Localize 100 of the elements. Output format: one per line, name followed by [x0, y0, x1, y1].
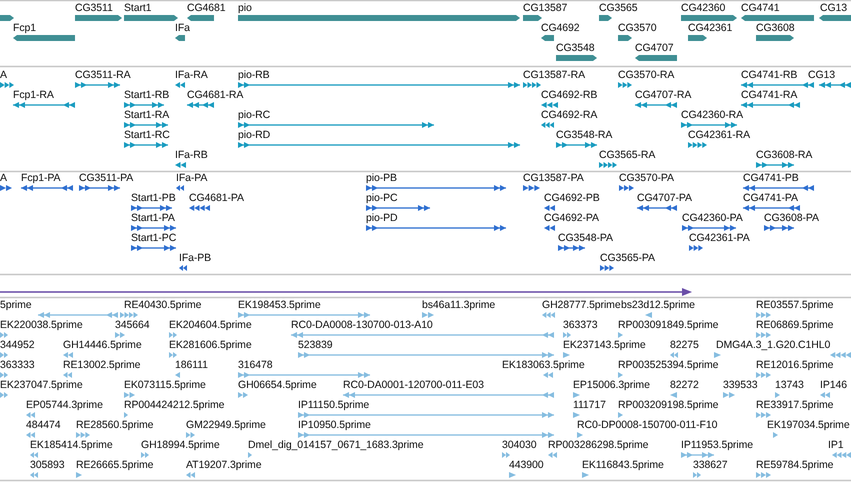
- feature-label: CG4741-PA: [743, 192, 798, 205]
- feature-label: 186111: [175, 359, 208, 372]
- feature-label: pio: [238, 2, 252, 15]
- feature-label: RE12016.5prime: [756, 359, 834, 372]
- feature-label: RE28560.5prime: [76, 419, 154, 432]
- feature-label: CG13587-RA: [523, 69, 586, 82]
- feature-label: pio-RB: [238, 69, 270, 82]
- feature-label: IFa-PA: [176, 172, 208, 185]
- feature-label: IP11150.5prime: [298, 399, 370, 412]
- feature-label: CG3565-PA: [600, 252, 655, 265]
- feature-label: 363373: [563, 319, 598, 332]
- feature-label: pio-PB: [366, 172, 397, 185]
- feature-label: EK220038.5prime: [0, 319, 83, 332]
- feature-label: Start1-PA: [131, 212, 175, 225]
- feature-label: 82275: [670, 339, 699, 352]
- feature-label: EP15006.3prime: [573, 379, 650, 392]
- feature-label: IFa-RA: [175, 69, 208, 82]
- feature-label: AT19207.3prime: [186, 459, 262, 472]
- feature-label: EK237143.5prime: [563, 339, 646, 352]
- feature-label: A: [0, 172, 7, 185]
- feature-label: 82272: [670, 379, 699, 392]
- feature-label: CG42360: [681, 2, 726, 15]
- feature-label: CG4707: [635, 42, 674, 55]
- feature-label: CG42361: [688, 22, 732, 35]
- feature-label: RP003525394.5prime: [618, 359, 718, 372]
- feature-label: CG13587-PA: [523, 172, 584, 185]
- feature-label: IP146: [820, 379, 847, 392]
- feature-label: RE40430.5prime: [124, 299, 202, 312]
- feature-label: CG42361-RA: [688, 129, 750, 142]
- feature-label: Fcp1-RA: [13, 89, 54, 102]
- feature-label: EK204604.5prime: [169, 319, 252, 332]
- feature-label: RC0-DA0008-130700-013-A10: [291, 319, 433, 332]
- feature-label: EK281606.5prime: [169, 339, 252, 352]
- feature-label: EP05744.3prime: [26, 399, 103, 412]
- feature-label: CG4692: [541, 22, 580, 35]
- feature-label: CG3565: [599, 2, 638, 15]
- feature-label: IP1: [828, 439, 844, 452]
- feature-label: 339533: [723, 379, 758, 392]
- feature-label: pio-RC: [238, 109, 270, 122]
- feature-label: pio-PD: [366, 212, 398, 225]
- feature-label: RE06869.5prime: [756, 319, 834, 332]
- feature-label: RP003091849.5prime: [618, 319, 718, 332]
- feature-label: GH06654.5prime: [238, 379, 317, 392]
- feature-label: Fcp1-PA: [21, 172, 60, 185]
- feature-label: RE13002.5prime: [63, 359, 140, 372]
- feature-label: RC0-DA0001-120700-011-E03: [343, 379, 484, 392]
- feature-label: 443900: [509, 459, 544, 472]
- feature-label: 304030: [502, 439, 536, 452]
- feature-label: A: [0, 69, 7, 82]
- feature-label: RE26665.5prime: [76, 459, 154, 472]
- feature-label: IFa: [175, 22, 190, 35]
- feature-label: CG4681-RA: [187, 89, 244, 102]
- feature-label: 13743: [775, 379, 804, 392]
- feature-label: CG42361-PA: [689, 232, 750, 245]
- feature-label: pio-PC: [366, 192, 398, 205]
- feature-label: CG3570: [618, 22, 657, 35]
- feature-label: GM22949.5prime: [186, 419, 266, 432]
- feature-label: EK116843.5prime: [582, 459, 664, 472]
- feature-label: EK237047.5prime: [0, 379, 83, 392]
- feature-label: CG3548-PA: [558, 232, 613, 245]
- feature-label: 484474: [26, 419, 60, 432]
- feature-label: CG4707-PA: [637, 192, 692, 205]
- feature-label: 305893: [30, 459, 64, 472]
- feature-label: IP10950.5prime: [298, 419, 371, 432]
- feature-label: CG3565-RA: [599, 149, 656, 162]
- feature-label: CG13: [820, 2, 848, 15]
- feature-label: CG3511-PA: [79, 172, 134, 185]
- feature-label: 345664: [115, 319, 150, 332]
- feature-label: CG3570-RA: [618, 69, 674, 82]
- feature-label: CG42360-RA: [681, 109, 744, 122]
- feature-label: RC0-DP0008-150700-011-F10: [577, 419, 718, 432]
- feature-label: RP003209198.5prime: [618, 399, 718, 412]
- feature-label: EK183063.5prime: [502, 359, 585, 372]
- feature-label: EK073115.5prime: [124, 379, 206, 392]
- feature-label: IFa-PB: [179, 252, 212, 265]
- feature-label: CG3570-PA: [619, 172, 674, 185]
- feature-label: CG4692-PB: [544, 192, 600, 205]
- feature-label: CG4692-PA: [544, 212, 599, 225]
- feature-label: GH14446.5prime: [63, 339, 142, 352]
- feature-label: RP004424212.5prime: [124, 399, 224, 412]
- feature-label: Start1-RB: [124, 89, 170, 102]
- feature-label: CG4741: [741, 2, 780, 15]
- feature-label: RP003286298.5prime: [548, 439, 648, 452]
- feature-label: CG4692-RA: [541, 109, 598, 122]
- feature-label: CG4741-RB: [741, 69, 798, 82]
- feature-label: DMG4A.3_1.G20.C1HL0: [716, 339, 830, 352]
- feature-label: CG4692-RB: [541, 89, 598, 102]
- feature-label: CG3511-RA: [75, 69, 131, 82]
- feature-label: RE33917.5prime: [756, 399, 834, 412]
- feature-label: CG4741-PB: [743, 172, 799, 185]
- feature-label: IFa-RB: [175, 149, 208, 162]
- feature-label: 338627: [693, 459, 728, 472]
- feature-label: CG3548-RA: [556, 129, 612, 142]
- feature-label: EK185414.5prime: [30, 439, 113, 452]
- feature-label: CG3608-RA: [756, 149, 812, 162]
- feature-label: bs46a11.3prime: [422, 299, 496, 312]
- feature-label: Start1-PB: [131, 192, 176, 205]
- feature-label: CG4741-RA: [741, 89, 798, 102]
- feature-label: CG3511: [75, 2, 113, 15]
- feature-label: IP11953.5prime: [681, 439, 753, 452]
